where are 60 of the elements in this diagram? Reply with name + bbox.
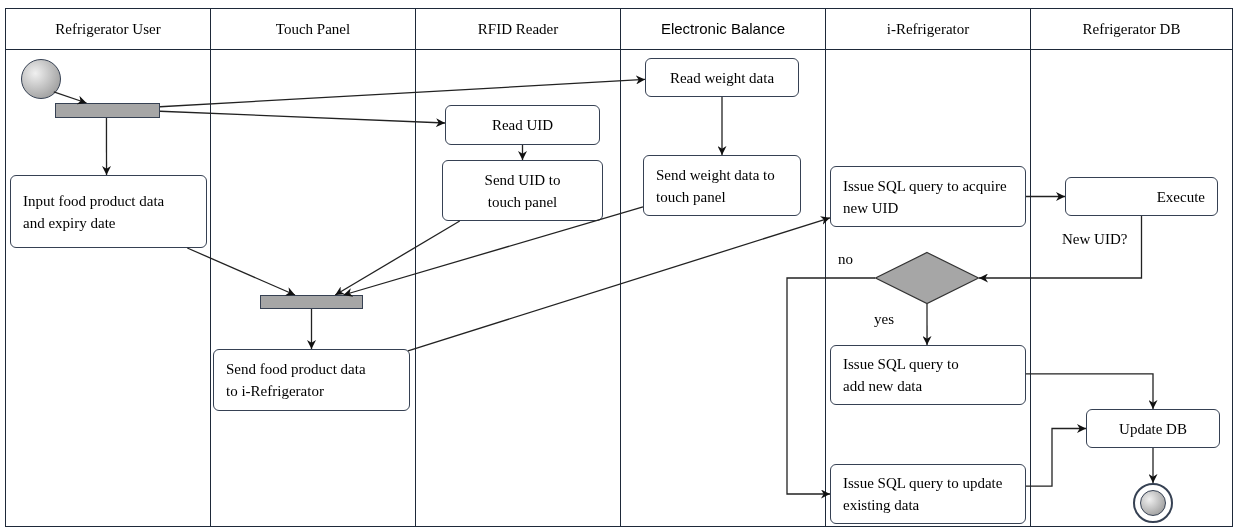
activity-box xyxy=(645,58,799,97)
arrow xyxy=(159,75,646,108)
activity-box xyxy=(830,464,1026,524)
activity-text: Send food product data to i-Refrigerator xyxy=(226,360,367,401)
arrow xyxy=(717,96,727,156)
activity-text: Execute xyxy=(1156,187,1205,207)
start-node xyxy=(21,59,61,99)
activity-text: Send UID to touch panel xyxy=(483,170,562,212)
activity-box xyxy=(213,349,410,411)
arrow xyxy=(922,303,932,346)
lane-header: Touch Panel xyxy=(275,19,351,39)
sync-bar xyxy=(260,295,363,309)
sync-bar xyxy=(55,103,160,118)
activity-text: Read weight data xyxy=(669,68,775,88)
activity-text: Read UID xyxy=(491,116,554,135)
activity-box xyxy=(445,105,600,145)
arrow xyxy=(1025,424,1087,487)
swimlane xyxy=(620,8,826,527)
lane-header: Refrigerator DB xyxy=(1082,19,1181,39)
arrow xyxy=(407,216,831,352)
activity-box xyxy=(1065,177,1218,216)
arrow xyxy=(518,144,527,161)
activity-text: Issue SQL query to add new data xyxy=(843,355,960,396)
lane-header: RFID Reader xyxy=(477,19,559,39)
arrow xyxy=(1148,447,1158,484)
activity-box xyxy=(442,160,603,221)
arrow xyxy=(334,220,461,296)
arrow xyxy=(186,247,296,296)
edge-label: no xyxy=(838,250,853,268)
activity-text: Send weight data to touch panel xyxy=(656,165,776,207)
activity-text: Issue SQL query to update existing data xyxy=(843,474,1004,515)
arrow xyxy=(53,91,88,105)
activity-box xyxy=(1086,409,1220,448)
end-node xyxy=(1133,483,1173,523)
lane-header: i-Refrigerator xyxy=(886,19,970,39)
lane-header: Refrigerator User xyxy=(55,19,161,39)
activity-box xyxy=(830,166,1026,227)
activity-text: Issue SQL query to acquire new UID xyxy=(843,176,1008,218)
arrow xyxy=(786,277,876,499)
edge-label: yes xyxy=(874,310,894,328)
lane-header: Electronic Balance xyxy=(660,18,786,39)
activity-box xyxy=(10,175,207,248)
arrow xyxy=(978,215,1143,283)
arrow xyxy=(307,308,316,350)
swimlane xyxy=(1030,8,1233,527)
arrow xyxy=(102,117,111,176)
swimlane xyxy=(825,8,1031,527)
edge-label: New UID? xyxy=(1062,230,1128,248)
arrow xyxy=(1025,373,1158,410)
arrow xyxy=(1025,192,1066,201)
arrow xyxy=(159,110,446,128)
swimlane xyxy=(415,8,621,527)
arrow xyxy=(342,206,644,297)
swimlane xyxy=(210,8,416,527)
activity-text: Update DB xyxy=(1119,419,1187,439)
swimlane xyxy=(5,8,211,527)
activity-text: Input food product data and expiry date xyxy=(23,191,166,233)
decision-diamond xyxy=(875,252,979,304)
activity-box xyxy=(643,155,801,216)
activity-box xyxy=(830,345,1026,405)
